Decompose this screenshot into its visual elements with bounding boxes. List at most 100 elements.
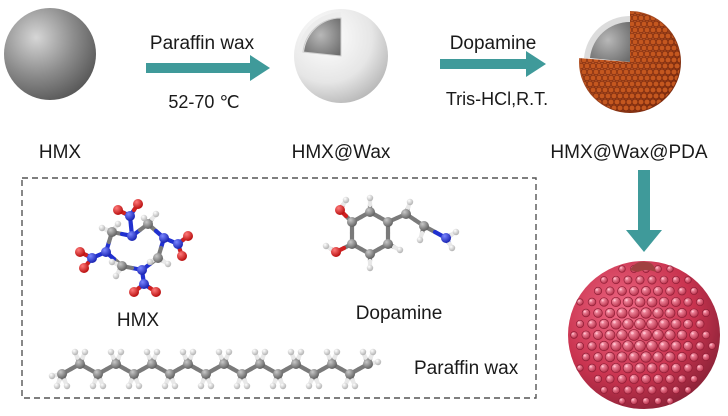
- stage-label-hmx: HMX: [38, 142, 82, 163]
- paraffin-atom: [111, 359, 121, 369]
- hmx-atom: [107, 227, 117, 237]
- hmx-atom: [183, 231, 193, 241]
- step1-condition: 52-70 ℃: [168, 92, 240, 112]
- paraffin-atom: [219, 359, 229, 369]
- dopamine-atom: [366, 194, 374, 202]
- dopamine-atom: [452, 228, 460, 236]
- step1-reagent: Paraffin wax: [149, 33, 255, 54]
- paraffin-atom: [255, 359, 265, 369]
- paraffin-atom: [315, 382, 323, 390]
- dopamine-atom: [401, 209, 411, 219]
- paraffin-atom: [48, 372, 56, 380]
- paraffin-atom: [269, 382, 277, 390]
- dopamine-molecule: [322, 194, 460, 272]
- paraffin-atom: [233, 382, 241, 390]
- paraffin-atom: [333, 348, 341, 356]
- hmx-atom: [173, 239, 183, 249]
- dopamine-atom: [416, 236, 424, 244]
- paraffin-atom: [153, 348, 161, 356]
- dopamine-atom: [322, 242, 330, 250]
- paraffin-atom: [351, 382, 359, 390]
- dopamine-atom: [419, 221, 429, 231]
- paraffin-atom: [369, 348, 377, 356]
- paraffin-atom: [225, 348, 233, 356]
- hmx-atom: [137, 265, 147, 275]
- paraffin-atom: [197, 382, 205, 390]
- legend-label-dopamine: Dopamine: [355, 303, 443, 324]
- paraffin-atom: [99, 382, 107, 390]
- paraffin-atom: [53, 382, 61, 390]
- hmx-atom: [127, 231, 137, 241]
- dopamine-atom: [383, 239, 393, 249]
- lychee-image: [568, 261, 720, 409]
- paraffin-atom: [143, 348, 151, 356]
- hmx-atom: [177, 251, 187, 261]
- hmx-atom: [98, 224, 106, 232]
- paraffin-atom: [291, 359, 301, 369]
- dopamine-atom: [441, 233, 451, 243]
- legend-label-hmx: HMX: [116, 310, 160, 331]
- dopamine-atom: [335, 205, 345, 215]
- paraffin-atom: [81, 348, 89, 356]
- dopamine-atom: [365, 249, 375, 259]
- hmx-atom: [164, 260, 172, 268]
- hmx-atom: [79, 263, 89, 273]
- hmx-atom: [143, 219, 153, 229]
- hmx-atom: [129, 287, 139, 297]
- paraffin-atom: [327, 359, 337, 369]
- paraffin-atom: [117, 348, 125, 356]
- hmx-wax-pda-sphere: [578, 9, 681, 113]
- paraffin-atom: [243, 382, 251, 390]
- hmx-atom: [101, 247, 111, 257]
- stage-label-hmx-wax-pda: HMX@Wax@PDA: [550, 142, 708, 163]
- hmx-atom: [75, 247, 85, 257]
- paraffin-atom: [125, 382, 133, 390]
- hmx-atom: [117, 261, 127, 271]
- paraffin-atom: [179, 348, 187, 356]
- paraffin-atom: [147, 359, 157, 369]
- hmx-atom: [133, 199, 143, 209]
- legend-label-paraffin: Paraffin wax: [414, 358, 519, 379]
- paraffin-atom: [215, 348, 223, 356]
- paraffin-atom: [237, 369, 247, 379]
- paraffin-atom: [359, 348, 367, 356]
- hmx-molecule: [75, 199, 193, 297]
- paraffin-atom: [89, 382, 97, 390]
- paraffin-atom: [207, 382, 215, 390]
- hmx-atom: [140, 214, 148, 222]
- hmx-atom: [153, 253, 163, 263]
- dopamine-atom: [347, 217, 357, 227]
- hmx-atom: [114, 220, 122, 228]
- paraffin-atom: [165, 369, 175, 379]
- paraffin-atom: [297, 348, 305, 356]
- paraffin-atom: [345, 369, 355, 379]
- hmx-atom: [125, 211, 135, 221]
- paraffin-atom: [341, 382, 349, 390]
- hmx-sphere: [4, 8, 96, 100]
- hmx-atom: [139, 279, 149, 289]
- dopamine-atom: [365, 207, 375, 217]
- paraffin-atom: [93, 369, 103, 379]
- paraffin-atom: [63, 382, 71, 390]
- dopamine-atom: [383, 217, 393, 227]
- dopamine-atom: [331, 247, 341, 257]
- arrow-step2: [440, 51, 546, 77]
- hmx-atom: [159, 233, 169, 243]
- dopamine-atom: [347, 239, 357, 249]
- paraffin-atom: [75, 359, 85, 369]
- hmx-atom: [87, 253, 97, 263]
- paraffin-atom: [57, 369, 67, 379]
- paraffin-atom: [107, 348, 115, 356]
- paraffin-atom: [363, 359, 373, 369]
- paraffin-atom: [273, 369, 283, 379]
- paraffin-atom: [189, 348, 197, 356]
- paraffin-atom: [201, 369, 211, 379]
- step2-condition: Tris-HCl,R.T.: [445, 89, 549, 109]
- paraffin-atom: [374, 358, 382, 366]
- paraffin-atom: [129, 369, 139, 379]
- paraffin-atom: [323, 348, 331, 356]
- paraffin-molecule: [48, 348, 382, 390]
- hmx-atom: [112, 272, 120, 280]
- arrow-step1: [146, 55, 270, 81]
